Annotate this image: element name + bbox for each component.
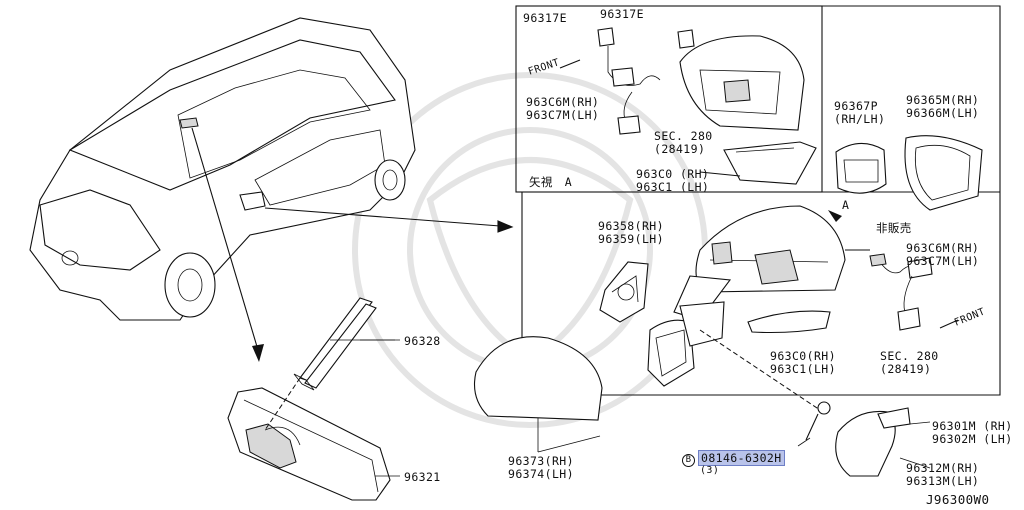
door-mirror-assembly — [647, 205, 870, 411]
label-963c7m-mid: 963C7M(LH) — [906, 254, 980, 268]
label-963c0-mid: 963C0(RH) — [770, 349, 836, 363]
arrow-to-inner-mirror — [191, 127, 259, 351]
glass-96365m — [904, 135, 983, 211]
bolt-qty: (3) — [700, 465, 720, 476]
bolt-08146 — [797, 401, 831, 447]
label-96312m: 96312M(RH) — [906, 461, 980, 475]
label-96367p-side: (RH/LH) — [834, 112, 886, 126]
label-96366m: 96366M(LH) — [906, 106, 980, 120]
label-96313m: 96313M(LH) — [906, 474, 980, 488]
motor-96367p — [835, 142, 887, 194]
label-96301m: 96301M (RH) — [932, 419, 1013, 433]
label-sec-mid-1: SEC. 280 — [880, 349, 939, 363]
label-96374: 96374(LH) — [508, 467, 574, 481]
mirror-actuator-96358 — [599, 261, 649, 323]
label-96317e-a: 96317E — [523, 11, 567, 25]
label-96359: 96359(LH) — [598, 232, 664, 246]
label-96302m: 96302M (LH) — [932, 432, 1013, 446]
label-96367p: 96367P — [834, 99, 878, 113]
not-sold-label: 非販売 — [876, 221, 912, 235]
label-sec-mid-2: (28419) — [880, 362, 932, 376]
label-sec-top-2: (28419) — [654, 142, 706, 156]
cover-963c0-mid — [747, 310, 831, 334]
label-963c0-top: 963C0 (RH) — [636, 167, 710, 181]
label-96328: 96328 — [404, 334, 441, 348]
label-96321: 96321 — [404, 470, 441, 484]
arrow-to-mirror — [264, 207, 501, 227]
inner-mirror-96321 — [227, 377, 400, 501]
label-96365m: 96365M(RH) — [906, 93, 980, 107]
car-illustration — [29, 17, 416, 321]
label-96317e-b: 96317E — [600, 7, 644, 21]
bracket-96328 — [293, 297, 395, 391]
label-96358: 96358(RH) — [598, 219, 664, 233]
detail-view-label: 矢視 A — [529, 175, 573, 189]
bolt-part-number[interactable]: 08146-6302H — [698, 450, 785, 466]
label-963c1-mid: 963C1(LH) — [770, 362, 836, 376]
label-963c6m-top: 963C6M(RH) — [526, 95, 600, 109]
harness-963c6m-mid — [869, 253, 959, 331]
drawing-code: J96300W0 — [926, 492, 990, 507]
top-detail-parts — [559, 27, 817, 185]
mirror-glass-96373 — [473, 336, 603, 452]
detail-box-main — [521, 5, 1001, 396]
mirror-glass-96312m — [835, 407, 911, 477]
label-963c7m-top: 963C7M(LH) — [526, 108, 600, 122]
label-96373: 96373(RH) — [508, 454, 574, 468]
label-963c6m-mid: 963C6M(RH) — [906, 241, 980, 255]
bolt-circle-b: B — [682, 454, 695, 467]
label-sec-top-1: SEC. 280 — [654, 129, 713, 143]
label-963c1-top: 963C1 (LH) — [636, 180, 710, 194]
arrow-letter-a: A — [842, 198, 850, 212]
